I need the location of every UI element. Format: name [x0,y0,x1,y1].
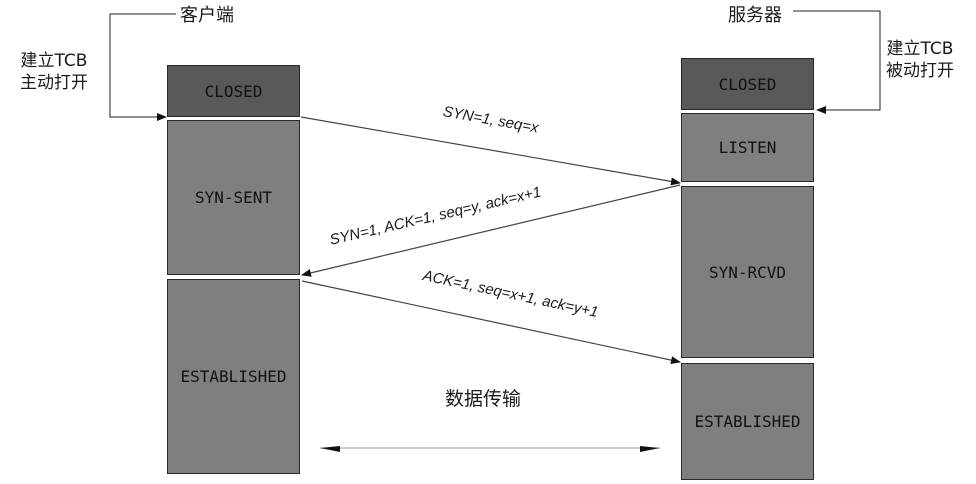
server-title: 服务器 [728,5,782,26]
data-transfer-right-head [640,446,660,452]
client-state-syn-sent: SYN-SENT [167,120,300,275]
data-transfer-left-head [320,446,340,452]
server-open-label: 建立TCB 被动打开 [886,39,954,81]
server-state-syn-rcvd: SYN-RCVD [681,186,814,358]
client-state-closed: CLOSED [167,65,300,117]
client-open-bracket [109,13,176,121]
client-title: 客户端 [180,5,234,26]
server-state-closed: CLOSED [681,58,814,110]
client-state-established: ESTABLISHED [167,279,300,474]
syn-arrow [300,116,681,186]
server-state-established: ESTABLISHED [681,363,814,480]
server-state-listen: LISTEN [681,113,814,182]
client-open-label: 建立TCB 主动打开 [20,51,88,93]
ack-arrow [301,280,681,365]
data-transfer-label: 数据传输 [445,388,522,410]
server-open-bracket [793,10,881,114]
syn-ack-arrow [301,184,681,277]
